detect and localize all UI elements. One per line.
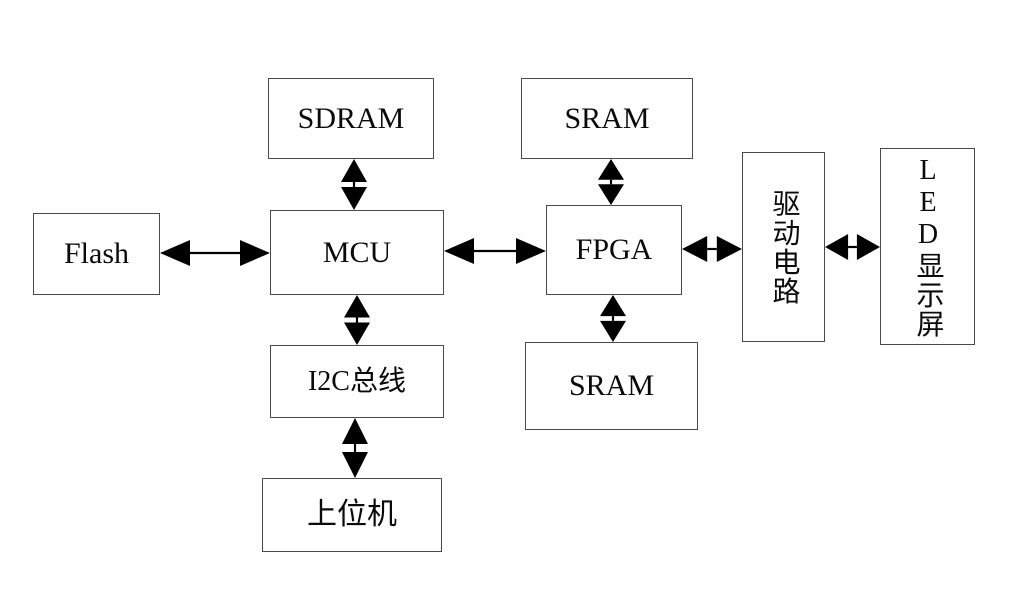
block-i2c: I2C总线: [270, 345, 444, 418]
block-label-flash: Flash: [63, 237, 129, 270]
block-sram_bot: SRAM: [525, 342, 698, 430]
arrow-i2c-host: [338, 418, 372, 478]
block-label-sdram: SDRAM: [297, 101, 405, 135]
block-mcu: MCU: [270, 210, 444, 295]
block-label-driver: 驱动电路: [768, 188, 800, 306]
block-sram_top: SRAM: [521, 78, 693, 159]
arrow-fpga-sram: [596, 295, 630, 342]
arrow-mcu-fpga: [444, 234, 546, 268]
block-label-sram_bot: SRAM: [568, 369, 655, 402]
arrow-flash-mcu: [160, 236, 270, 270]
block-label-led: LED显示屏: [912, 154, 944, 339]
block-flash: Flash: [33, 213, 160, 295]
block-label-host: 上位机: [307, 498, 397, 531]
arrow-fpga-driver: [682, 232, 742, 266]
arrow-sdram-mcu: [337, 159, 371, 210]
block-host: 上位机: [262, 478, 442, 552]
arrow-mcu-i2c: [340, 295, 374, 345]
block-driver: 驱动电路: [742, 152, 825, 342]
block-label-mcu: MCU: [322, 235, 392, 269]
arrow-sram-fpga: [594, 159, 628, 205]
block-fpga: FPGA: [546, 205, 682, 295]
block-sdram: SDRAM: [268, 78, 434, 159]
block-label-i2c: I2C总线: [307, 365, 406, 397]
arrow-driver-led: [825, 230, 880, 264]
block-label-fpga: FPGA: [575, 233, 653, 266]
block-led: LED显示屏: [880, 148, 975, 345]
block-label-sram_top: SRAM: [564, 101, 650, 135]
